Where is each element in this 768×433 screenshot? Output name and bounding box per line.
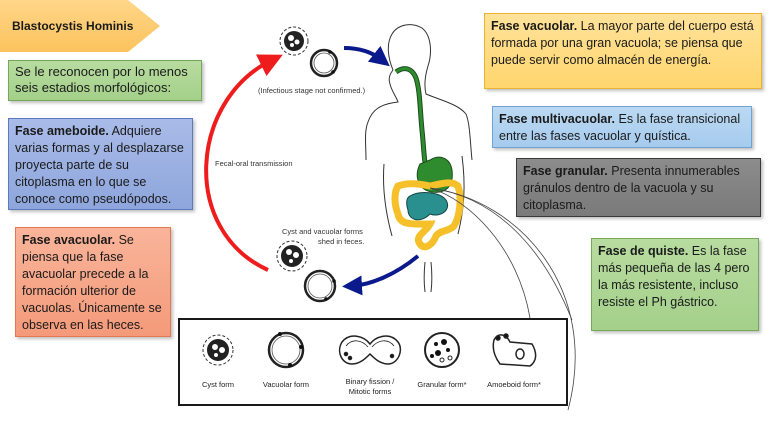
title-banner [0,0,160,52]
fecal-oral-arrow [204,54,283,272]
intro-text: Se le reconocen por lo menos seis estadi… [15,64,188,95]
amoeboid-form-icon [492,333,537,367]
granular-form-icon [424,332,460,368]
forms-legend-box: Cyst form Vacuolar form Binary fission /… [178,318,568,406]
form-label-line2: Mitotic forms [348,387,392,396]
small-intestine [406,192,448,221]
shed-label-line2: shed in feces. [318,237,365,246]
top-cyst-icon [279,26,309,56]
form-label-line1: Binary fission / [345,377,395,386]
phase-name: Fase vacuolar. [491,19,578,33]
form-label-amoeboid: Amoeboid form* [487,380,541,389]
page-title: Blastocystis Hominis [12,19,134,33]
phase-vacuolar-box: Fase vacuolar. La mayor parte del cuerpo… [484,13,762,89]
intro-box: Se le reconocen por lo menos seis estadi… [8,60,202,101]
phase-name: Fase ameboide. [15,124,109,138]
phase-text: Presenta innumerables gránulos dentro de… [523,164,740,212]
shed-label-line1: Cyst and vacuolar forms [282,227,363,236]
top-vacuolar-icon [309,48,339,78]
phase-avacuolar-box: Fase avacuolar. Se piensa que la fase av… [15,227,171,337]
large-intestine [391,179,464,251]
infectious-note: (Infectious stage not confirmed.) [258,86,366,95]
binary-fission-icon [338,335,402,365]
phase-text: Es la fase más pequeña de las 4 pero la … [598,244,750,309]
bottom-cyst-icon [276,240,308,272]
phase-ameboide-box: Fase ameboide. Adquiere varias formas y … [8,118,193,210]
bottom-vacuolar-icon [303,269,337,303]
phase-text: Es la fase transicional entre las fases … [499,112,741,143]
human-body-outline [365,24,473,293]
form-label-vacuolar: Vacuolar form [262,380,310,389]
phase-text: Adquiere varias formas y al desplazarse … [15,124,184,206]
cyst-form-icon [202,334,234,366]
phase-text: La mayor parte del cuerpo está formada p… [491,19,754,67]
phase-multivacuolar-box: Fase multivacuolar. Es la fase transicio… [492,106,752,148]
phase-name: Fase granular. [523,164,608,178]
pointer-lines [429,187,576,411]
phase-name: Fase avacuolar. [22,233,116,247]
form-label-cyst: Cyst form [201,380,235,389]
vacuolar-form-icon [267,331,305,369]
excretion-arrow [342,254,420,296]
ingestion-arrow [343,45,390,67]
transmission-label: Fecal-oral transmission [215,159,293,168]
form-label-binary-fission: Binary fission / Mitotic forms [330,377,410,397]
phase-name: Fase multivacuolar. [499,112,616,126]
form-label-granular: Granular form* [417,380,467,389]
phase-quiste-box: Fase de quiste. Es la fase más pequeña d… [591,238,759,331]
phase-granular-box: Fase granular. Presenta innumerables grá… [516,158,761,217]
phase-text: Se piensa que la fase avacuolar precede … [22,233,162,332]
phase-name: Fase de quiste. [598,244,689,258]
